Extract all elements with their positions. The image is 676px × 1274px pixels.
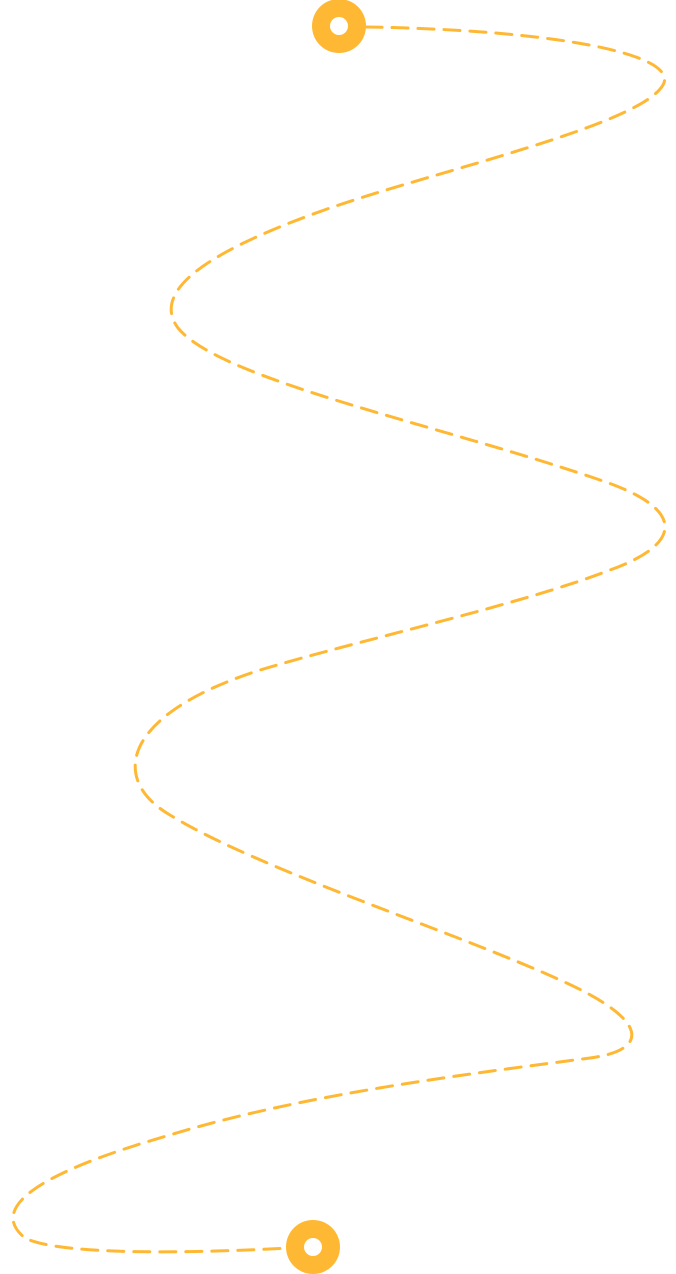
end-ring-hole	[304, 1238, 322, 1256]
dashed-route-path	[11, 25, 667, 1254]
start-ring-marker	[312, 0, 366, 53]
start-ring-hole	[330, 17, 348, 35]
end-ring-marker	[286, 1220, 340, 1274]
